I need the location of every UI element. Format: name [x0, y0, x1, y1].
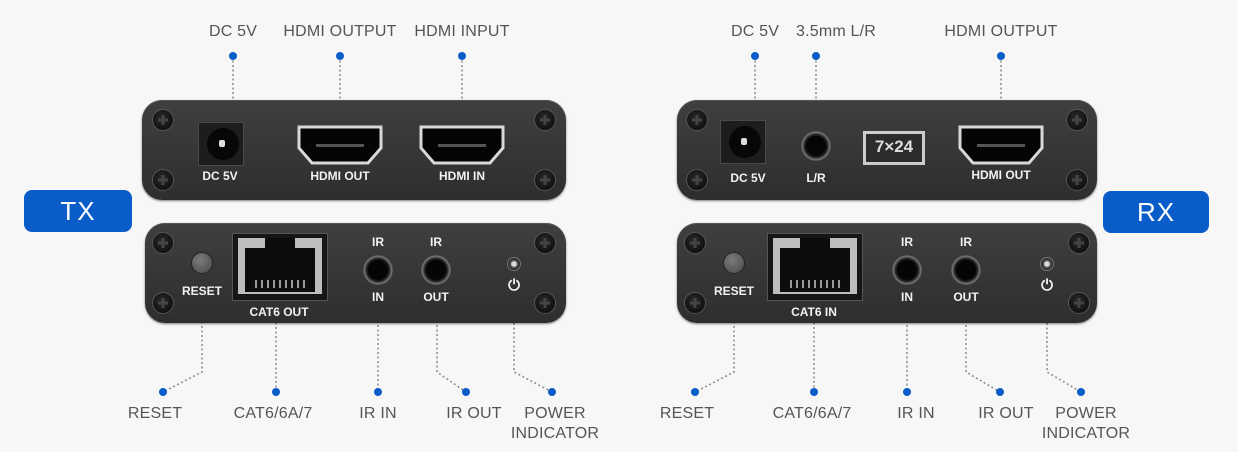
port-label: L/R	[806, 171, 826, 185]
callout-dot	[272, 388, 280, 396]
hdmi-in-port	[419, 125, 505, 165]
callout-rx-hdmi-output: HDMI OUTPUT	[944, 23, 1058, 40]
callout-dot	[751, 52, 759, 60]
callout-dot	[996, 388, 1004, 396]
screw-icon	[686, 169, 708, 191]
callout-dot	[548, 388, 556, 396]
port-label: IN	[372, 290, 384, 304]
hdmi-out-port	[958, 125, 1044, 165]
screw-icon	[152, 109, 174, 131]
callout-dot	[997, 52, 1005, 60]
callout-dot	[458, 52, 466, 60]
rx-front-panel: DC 5V L/R 7×24 HDMI OUT	[677, 100, 1097, 200]
screw-icon	[684, 292, 706, 314]
port-label: IR	[372, 235, 384, 249]
screw-icon	[152, 292, 174, 314]
rj45-port	[767, 233, 863, 301]
power-icon: ⏻	[508, 277, 520, 294]
port-label: HDMI OUT	[971, 168, 1031, 182]
port-label: OUT	[953, 290, 979, 304]
audio-lr-jack	[801, 131, 831, 161]
screw-icon	[534, 109, 556, 131]
callout-dot	[159, 388, 167, 396]
callout-dot	[462, 388, 470, 396]
screw-icon	[152, 232, 174, 254]
callout-tx-hdmi-input: HDMI INPUT	[414, 23, 510, 40]
rj45-port	[232, 233, 328, 301]
callout-tx-ir-in: IR IN	[359, 405, 397, 422]
reset-button	[723, 252, 745, 274]
callout-rx-audio: 3.5mm L/R	[795, 23, 877, 40]
dc-power-jack	[720, 120, 766, 164]
tx-badge: TX	[24, 190, 132, 232]
port-label: CAT6 OUT	[249, 305, 309, 319]
screw-icon	[1066, 109, 1088, 131]
screw-icon	[686, 109, 708, 131]
screw-icon	[534, 169, 556, 191]
port-label: HDMI OUT	[310, 169, 370, 183]
ir-out-jack	[951, 255, 981, 285]
callout-dot	[229, 52, 237, 60]
power-led	[1040, 257, 1054, 271]
callout-rx-indicator: INDICATOR	[1041, 425, 1131, 442]
callout-rx-reset: RESET	[659, 405, 715, 422]
callout-rx-ir-in: IR IN	[897, 405, 935, 422]
power-icon: ⏻	[1041, 277, 1053, 294]
ir-out-jack	[421, 255, 451, 285]
callout-rx-cat6: CAT6/6A/7	[772, 405, 852, 422]
power-led	[507, 257, 521, 271]
callout-tx-ir-out: IR OUT	[446, 405, 502, 422]
port-label: DC 5V	[202, 169, 238, 183]
port-label: RESET	[713, 284, 755, 298]
callout-tx-reset: RESET	[127, 405, 183, 422]
port-label: IR	[901, 235, 913, 249]
port-label: HDMI IN	[439, 169, 485, 183]
ir-in-jack	[363, 255, 393, 285]
callout-dot	[336, 52, 344, 60]
tx-front-panel: DC 5V HDMI OUT HDMI IN	[142, 100, 566, 200]
port-label: IN	[901, 290, 913, 304]
port-label: CAT6 IN	[791, 305, 837, 319]
rx-rear-panel: RESET CAT6 IN IR IN IR OUT ⏻	[677, 223, 1097, 323]
screw-icon	[1068, 292, 1090, 314]
callout-tx-indicator: INDICATOR	[510, 425, 600, 442]
callout-dot	[691, 388, 699, 396]
screw-icon	[1068, 232, 1090, 254]
callout-rx-dc5v: DC 5V	[730, 23, 780, 40]
reset-button	[191, 252, 213, 274]
port-label: OUT	[423, 290, 449, 304]
callout-dot	[374, 388, 382, 396]
screw-icon	[152, 169, 174, 191]
callout-tx-dc5v: DC 5V	[208, 23, 258, 40]
callout-dot	[903, 388, 911, 396]
callout-rx-power: POWER	[1055, 405, 1117, 422]
callout-dot	[1077, 388, 1085, 396]
tx-rear-panel: RESET CAT6 OUT IR IN IR OUT ⏻	[145, 223, 566, 323]
callout-dot	[810, 388, 818, 396]
port-label: DC 5V	[730, 171, 766, 185]
port-label: IR	[430, 235, 442, 249]
callout-tx-hdmi-output: HDMI OUTPUT	[283, 23, 397, 40]
service-7x24-badge: 7×24	[863, 131, 925, 165]
port-label: IR	[960, 235, 972, 249]
rx-badge: RX	[1103, 191, 1209, 233]
callout-dot	[812, 52, 820, 60]
dc-power-jack	[198, 122, 244, 166]
port-label: RESET	[181, 284, 223, 298]
callout-tx-cat6: CAT6/6A/7	[233, 405, 313, 422]
callout-tx-power: POWER	[524, 405, 586, 422]
screw-icon	[534, 232, 556, 254]
callout-rx-ir-out: IR OUT	[978, 405, 1034, 422]
ir-in-jack	[892, 255, 922, 285]
screw-icon	[684, 232, 706, 254]
hdmi-out-port	[297, 125, 383, 165]
screw-icon	[1066, 169, 1088, 191]
screw-icon	[534, 292, 556, 314]
